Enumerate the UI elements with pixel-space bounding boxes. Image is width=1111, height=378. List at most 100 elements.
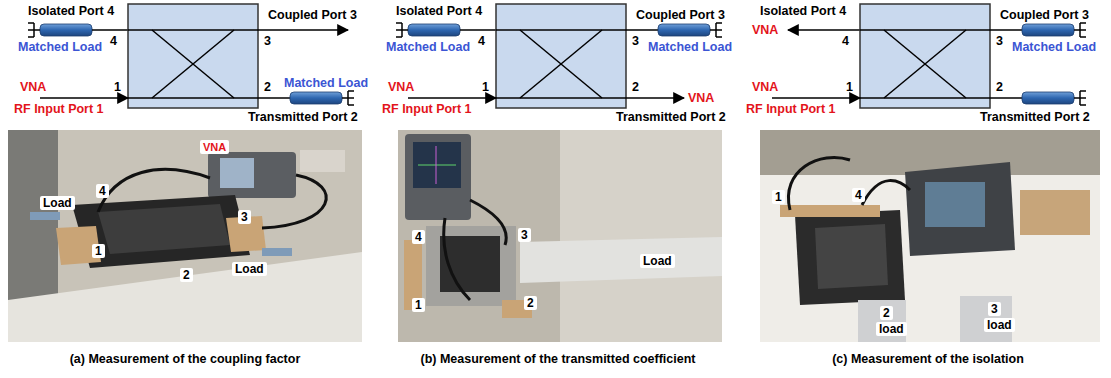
trace: [418, 165, 456, 166]
port-arrow: [772, 97, 860, 99]
cable: [788, 157, 850, 210]
photo-label: 2: [524, 296, 537, 310]
photo-label: 4: [96, 184, 109, 198]
port-label: 4: [110, 34, 117, 48]
photo-label: 2: [180, 268, 193, 282]
caption: (c) Measurement of the isolation: [832, 352, 1024, 366]
table: [8, 252, 362, 342]
port-label: 2: [996, 80, 1003, 94]
coupler-inner: [815, 224, 888, 289]
port-label: 1: [482, 80, 489, 94]
matched-load: [1022, 91, 1086, 105]
coupler-frame: [426, 226, 516, 306]
photo-c: [760, 130, 1100, 342]
port-label: Transmitted Port 2: [248, 110, 358, 124]
port-line: [626, 29, 658, 31]
coupler-device: [795, 210, 905, 305]
load-label: Matched Load: [648, 40, 732, 54]
vna-label: VNA: [752, 23, 778, 37]
port-line: [92, 29, 128, 31]
port-label: Transmitted Port 2: [616, 110, 726, 124]
port-arrow: [40, 97, 128, 99]
photo-b: [398, 130, 722, 342]
wood-block: [780, 205, 880, 217]
vna-label: VNA: [688, 91, 714, 105]
port-line: [990, 29, 1022, 31]
port-label: Isolated Port 4: [396, 4, 482, 18]
vna-device: [405, 134, 471, 220]
box: [300, 150, 345, 172]
port-label: Isolated Port 4: [28, 4, 114, 18]
matched-load: [290, 91, 354, 105]
port-arrow: [626, 97, 684, 99]
photo-label: 4: [852, 188, 865, 202]
trace: [436, 146, 437, 184]
photo-label: 3: [988, 302, 1001, 316]
vna-label: RF Input Port 1: [382, 102, 472, 116]
cable: [262, 175, 326, 228]
cable: [98, 169, 210, 212]
photo-label: 1: [92, 244, 105, 258]
coupler-box: [496, 4, 626, 108]
photo-label: load: [984, 318, 1015, 332]
port-arrow: [258, 29, 348, 31]
photo-label: load: [876, 322, 907, 336]
port-label: 3: [264, 34, 271, 48]
caption: (b) Measurement of the transmitted coeff…: [420, 352, 695, 366]
load-label: Matched Load: [18, 40, 102, 54]
vna-label: RF Input Port 1: [746, 102, 836, 116]
port-label: 4: [842, 34, 849, 48]
vna-device: [905, 162, 1015, 256]
coupler-inner: [98, 204, 230, 254]
vna-label: RF Input Port 1: [14, 102, 104, 116]
photo-label: Load: [40, 196, 75, 210]
photo-ground: [8, 130, 362, 342]
port-label: Coupled Port 3: [268, 8, 357, 22]
load-device: [858, 300, 906, 342]
port-arrow: [408, 97, 496, 99]
coupler-box: [128, 4, 258, 108]
port-label: Isolated Port 4: [760, 4, 846, 18]
vna-label: VNA: [388, 80, 414, 94]
load-label: Matched Load: [284, 76, 368, 90]
box: [1020, 190, 1090, 235]
matched-load: [28, 23, 92, 37]
coupler-box: [860, 4, 990, 108]
cable: [444, 218, 470, 300]
port-label: Transmitted Port 2: [980, 110, 1090, 124]
photo-ground: [760, 130, 1100, 342]
load-label: Matched Load: [386, 40, 470, 54]
port-line: [258, 97, 290, 99]
port-label: 3: [996, 34, 1003, 48]
photo-a: [8, 130, 362, 342]
photo-label: 4: [412, 230, 425, 244]
vna-label: VNA: [752, 80, 778, 94]
vna-label: VNA: [20, 80, 46, 94]
port-label: 3: [632, 34, 639, 48]
photo-ground: [398, 130, 722, 342]
photo-label: Load: [640, 254, 675, 268]
matched-load: [658, 23, 722, 37]
vna-device: [208, 152, 296, 198]
load-label: Matched Load: [1012, 40, 1096, 54]
port-arrow: [788, 29, 860, 31]
vna-screen: [925, 182, 985, 227]
caption: (a) Measurement of the coupling factor: [70, 352, 301, 366]
vna-screen: [220, 158, 254, 188]
port-label: 2: [264, 80, 271, 94]
coupler-device: [72, 195, 250, 268]
cable: [470, 200, 506, 245]
vna-screen: [413, 142, 461, 188]
wall: [760, 130, 1100, 175]
port-line: [990, 97, 1022, 99]
port-label: Coupled Port 3: [636, 8, 725, 22]
wall: [560, 130, 722, 342]
port-label: 2: [632, 80, 639, 94]
photo-label: 1: [772, 190, 785, 204]
port-label: 1: [846, 80, 853, 94]
photo-label: 1: [412, 298, 425, 312]
load-bar: [520, 237, 722, 283]
port-label: 4: [478, 34, 485, 48]
